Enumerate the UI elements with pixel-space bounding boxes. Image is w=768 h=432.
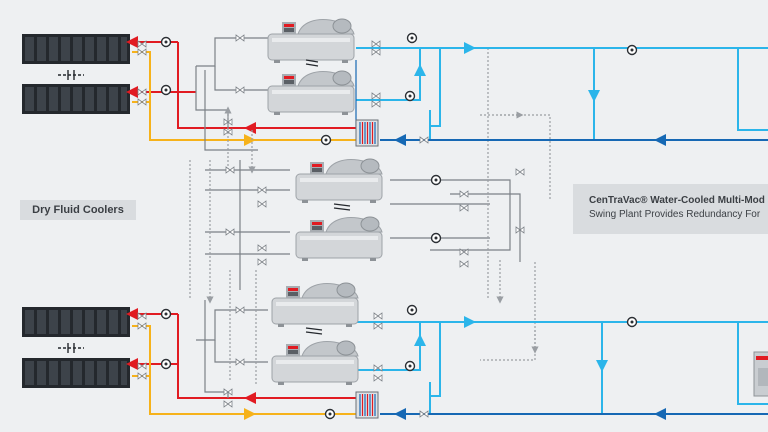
- chilled-water-piping: [355, 42, 768, 420]
- callout-title: CenTraVac® Water-Cooled Multi-Mod: [589, 195, 765, 206]
- dry-cooler-3: [22, 307, 130, 337]
- callout-subtitle: Swing Plant Provides Redundancy For: [589, 209, 761, 220]
- dry-cooler-4: [22, 358, 130, 388]
- chiller-6: [271, 340, 359, 386]
- break-symbol: [58, 70, 84, 80]
- info-callout: CenTraVac® Water-Cooled Multi-Mod Swing …: [573, 184, 768, 234]
- chiller-4: [295, 216, 383, 262]
- dry-fluid-coolers-label: Dry Fluid Coolers: [20, 200, 136, 220]
- pumps: [160, 32, 638, 420]
- break-symbol-2: [58, 343, 84, 353]
- chiller-5: [271, 282, 359, 328]
- chiller-break-marks: [305, 59, 351, 335]
- dry-cooler-1: [22, 34, 130, 64]
- dry-cooler-2: [22, 84, 130, 114]
- chiller-2: [267, 70, 355, 116]
- heat-exchanger-bottom: [355, 391, 379, 419]
- chiller-3: [295, 158, 383, 204]
- chiller-1: [267, 18, 355, 64]
- dry-cooler-group-bottom: [22, 307, 130, 388]
- swing-plant-piping: [189, 48, 551, 385]
- dry-cooler-group-top: [22, 34, 130, 114]
- instrument-cabinet: [753, 351, 768, 397]
- heat-exchanger-top: [355, 119, 379, 147]
